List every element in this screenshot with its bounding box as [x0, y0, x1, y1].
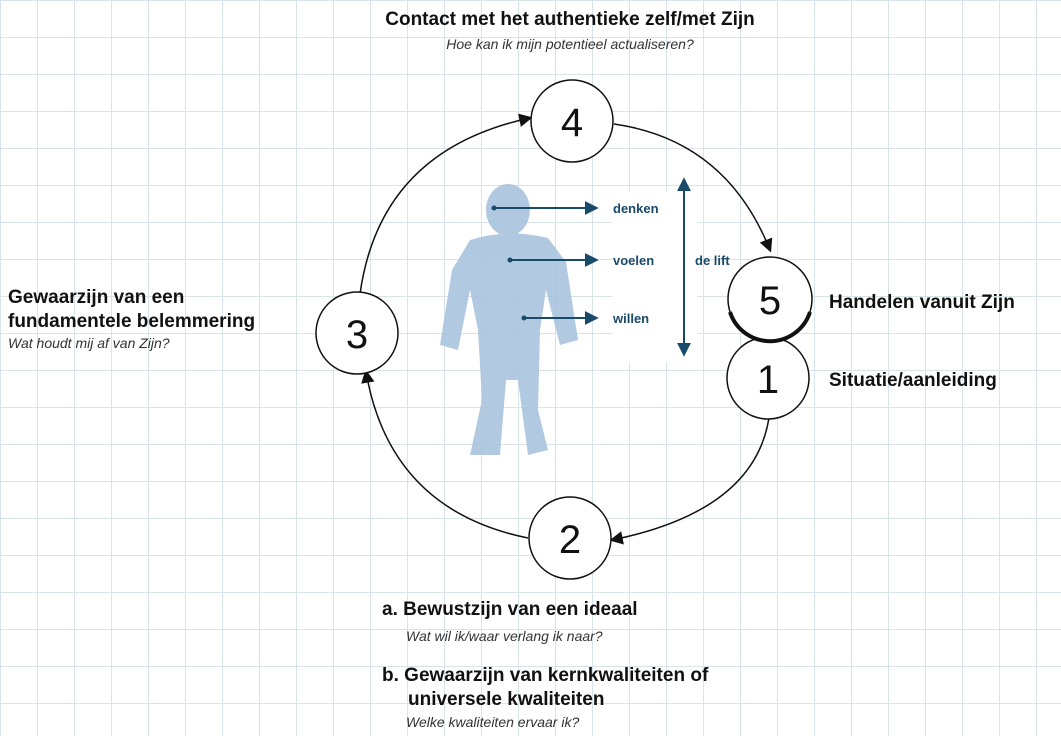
voelen-label: voelen: [613, 253, 654, 268]
node-1-label: Situatie/aanleiding: [829, 370, 997, 391]
node-5-number: 5: [759, 279, 781, 323]
arrow-4-to-5: [613, 123, 773, 253]
node-4-number: 4: [561, 101, 583, 145]
node-3-title-line2: fundamentele belemmering: [8, 311, 256, 332]
willen-label: willen: [612, 311, 649, 326]
node-2: 2: [528, 496, 612, 580]
node-2-b-title-line2: universele kwaliteiten: [408, 689, 605, 710]
node-1-number: 1: [757, 358, 779, 402]
arrow-3-to-4: [359, 113, 533, 295]
lift-label: de lift: [695, 253, 730, 268]
node-5-label: Handelen vanuit Zijn: [829, 292, 1015, 313]
arrow-2-to-3: [361, 369, 529, 539]
node-2-number: 2: [559, 518, 581, 562]
node-2-b-title-line1: b. Gewaarzijn van kernkwaliteiten of: [382, 665, 709, 686]
node-3-number: 3: [346, 313, 368, 357]
human-figure: [440, 184, 578, 455]
denken-label: denken: [613, 201, 659, 216]
node-5: 5: [727, 256, 813, 344]
node-3: 3: [315, 291, 399, 375]
node-1: 1: [726, 336, 810, 420]
node-4-title: Contact met het authentieke zelf/met Zij…: [385, 9, 755, 30]
node-2-a-title: a. Bewustzijn van een ideaal: [382, 599, 638, 620]
node-2-b-subtitle: Welke kwaliteiten ervaar ik?: [406, 714, 580, 730]
node-3-title-line1: Gewaarzijn van een: [8, 287, 185, 308]
node-4-subtitle: Hoe kan ik mijn potentieel actualiseren?: [446, 36, 694, 52]
node-2-a-subtitle: Wat wil ik/waar verlang ik naar?: [406, 628, 603, 644]
figure-arrows: [494, 177, 691, 357]
node-4: 4: [530, 79, 614, 163]
node-3-subtitle: Wat houdt mij af van Zijn?: [8, 335, 170, 351]
arrow-1-to-2: [609, 409, 771, 545]
cycle-arrows: [359, 113, 773, 545]
